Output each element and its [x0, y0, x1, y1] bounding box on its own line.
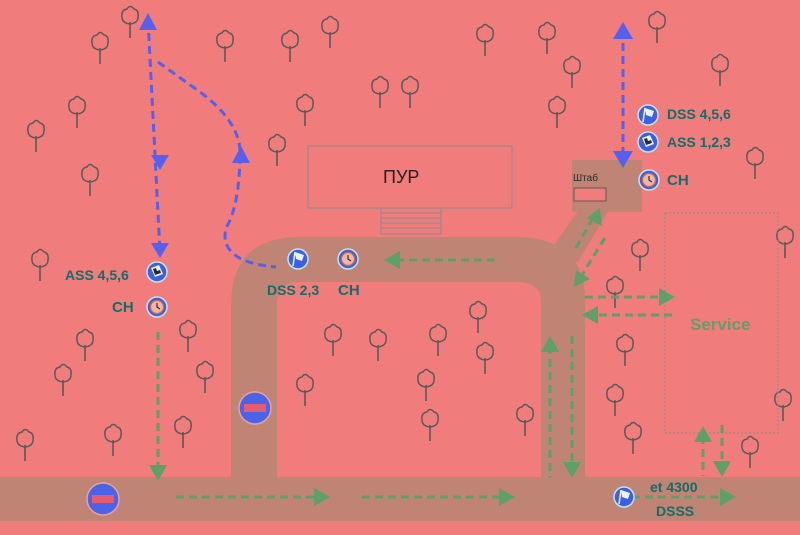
tree-icon: [774, 388, 792, 422]
pur-stairs: [380, 207, 442, 235]
tree-icon: [121, 5, 139, 39]
blue-arrowheads: [139, 13, 633, 258]
tree-icon: [648, 10, 666, 44]
tree-icon: [746, 146, 764, 180]
tree-icon: [296, 373, 314, 407]
tree-icon: [516, 403, 534, 437]
shtab-area: [572, 160, 642, 212]
tree-icon: [179, 319, 197, 353]
shtab-building: [573, 187, 607, 202]
clock-icon: [337, 248, 359, 270]
tree-icon: [268, 133, 286, 167]
tree-icon: [476, 341, 494, 375]
tree-icon: [776, 225, 794, 259]
left-blue-route: [146, 19, 162, 253]
dss-23-label: DSS 2,3: [267, 282, 320, 298]
et-4300-label: et 4300: [650, 479, 698, 495]
tree-icon: [68, 95, 86, 129]
no-entry-icon: [86, 482, 120, 516]
tree-icon: [401, 75, 419, 109]
ass-456-label: ASS 4,5,6: [65, 267, 129, 283]
pur-building-label: ПУР: [383, 167, 420, 187]
tree-icon: [563, 55, 581, 89]
blue-routes: [146, 19, 625, 269]
tree-icon: [16, 428, 34, 462]
tree-icon: [606, 275, 624, 309]
tree-icon: [631, 238, 649, 272]
dsss-label: DSSS: [656, 503, 695, 519]
tree-icon: [216, 29, 234, 63]
tree-icon: [606, 383, 624, 417]
tree-icon: [476, 23, 494, 57]
tree-icon: [624, 421, 642, 455]
tree-icon: [81, 163, 99, 197]
green-routes: [156, 211, 724, 499]
pur-building: [307, 145, 513, 209]
dss-456-label: DSS 4,5,6: [667, 106, 731, 122]
upper-road: [231, 237, 585, 305]
tree-icon: [616, 333, 634, 367]
main-road: [0, 477, 800, 521]
tree-icon: [469, 300, 487, 334]
tree-icon: [321, 15, 339, 49]
flag-icon: [637, 104, 659, 126]
green-arrowheads: [149, 208, 736, 506]
tree-icon: [296, 93, 314, 127]
tree-icon: [741, 435, 759, 469]
ch-right-label: CH: [667, 172, 689, 189]
tree-icon: [548, 95, 566, 129]
roads: [0, 160, 800, 521]
flag-icon: [287, 248, 309, 270]
tree-icon: [417, 368, 435, 402]
no-entry-icon: [238, 391, 272, 425]
ch-mid-label: CH: [338, 282, 360, 299]
flag-icon: [613, 486, 635, 508]
tree-icon: [104, 423, 122, 457]
tree-icon: [174, 415, 192, 449]
ass-123-label: ASS 1,2,3: [667, 134, 731, 150]
tree-icon: [371, 75, 389, 109]
tree-icon: [27, 119, 45, 153]
service-park-label: Service: [690, 315, 751, 334]
ch-left-label: CH: [112, 299, 134, 316]
tree-icon: [76, 328, 94, 362]
shtab-building-label: Штаб: [573, 173, 598, 184]
tree-icon: [324, 323, 342, 357]
tree-icon: [54, 363, 72, 397]
clock-icon: [638, 169, 660, 191]
tree-icon: [91, 31, 109, 65]
tree-icon: [711, 53, 729, 87]
tree-icon: [429, 323, 447, 357]
right-road: [541, 300, 585, 480]
tree-icon: [538, 21, 556, 55]
left-curve-route: [157, 60, 277, 269]
checkered-flag-icon: [146, 261, 168, 283]
tree-icon: [421, 408, 439, 442]
clock-icon: [146, 296, 168, 318]
tree-icon: [31, 248, 49, 282]
tree-icon: [281, 29, 299, 63]
tree-icon: [369, 328, 387, 362]
checkered-flag-icon: [637, 131, 659, 153]
tree-icon: [196, 360, 214, 394]
